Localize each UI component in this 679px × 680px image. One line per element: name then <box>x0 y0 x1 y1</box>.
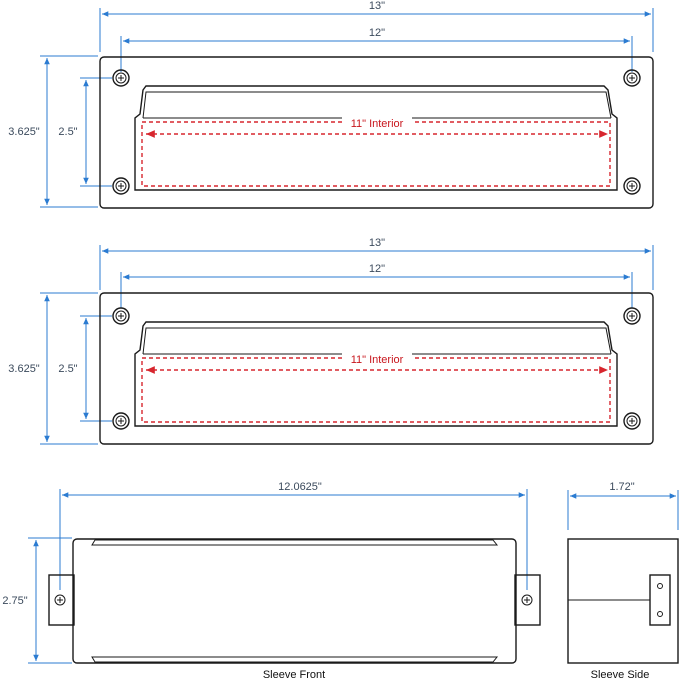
overall-width-label: 13" <box>369 0 385 12</box>
hole-spacing-label: 12" <box>369 27 385 39</box>
screw-hole-top-right <box>623 69 641 87</box>
interior-boundary <box>141 357 611 423</box>
screw-hole-bottom-right <box>623 412 641 430</box>
plate-outline <box>99 56 654 209</box>
overall-height-label: 3.625" <box>8 363 40 375</box>
overall-height-label: 3.625" <box>8 126 40 138</box>
screw-hole-bottom-left <box>112 412 130 430</box>
hole-vertical-spacing-label: 2.5" <box>58 126 77 138</box>
overall-height-dimension: 3.625" <box>4 55 98 208</box>
plate-outline <box>99 292 654 445</box>
interior-width-label: 11" Interior <box>351 118 404 130</box>
sleeve-side-flange <box>649 574 671 626</box>
overall-height-dimension: 3.625" <box>4 292 98 445</box>
sleeve-depth-label: 1.72" <box>609 481 634 493</box>
hole-vertical-spacing-dimension: 2.5" <box>56 77 112 187</box>
opening-outline <box>134 85 618 191</box>
screw-hole-bottom-right <box>623 177 641 195</box>
top-rail <box>91 539 499 546</box>
screw-hole-top-right <box>623 307 641 325</box>
sleeve-body <box>72 538 517 664</box>
plate-top: 13" 12" 3.625" 2.5" <box>4 0 654 209</box>
flap-lip <box>142 327 612 355</box>
sleeve-front: 12.0625" 2.75" Sleeve Front <box>0 480 541 680</box>
screw-hole-bottom-left <box>112 177 130 195</box>
bottom-rail <box>91 656 499 663</box>
flap-lip <box>142 91 612 119</box>
sleeve-height-label: 2.75" <box>2 595 27 607</box>
hole-vertical-spacing-label: 2.5" <box>58 363 77 375</box>
overall-width-dimension: 13" <box>99 237 654 290</box>
hole-spacing-label: 12" <box>369 263 385 275</box>
sleeve-hole-left <box>54 594 66 606</box>
hole-vertical-spacing-dimension: 2.5" <box>56 315 112 422</box>
sleeve-height-dimension: 2.75" <box>0 537 72 664</box>
sleeve-width-dimension: 12.0625" <box>59 480 528 590</box>
sleeve-side-caption: Sleeve Side <box>591 669 650 680</box>
screw-hole-top-left <box>112 69 130 87</box>
sleeve-front-caption: Sleeve Front <box>263 669 325 680</box>
sleeve-hole-right <box>521 594 533 606</box>
hole-spacing-dimension: 12" <box>120 27 633 72</box>
side-hole-lower <box>657 611 663 617</box>
plate-middle: 13" 12" 3.625" 2.5" 11" <box>4 237 654 445</box>
right-flange <box>514 574 541 626</box>
hole-spacing-dimension: 12" <box>120 263 633 308</box>
screw-hole-top-left <box>112 307 130 325</box>
interior-width-label: 11" Interior <box>351 354 404 366</box>
interior-boundary <box>141 121 611 187</box>
sleeve-width-label: 12.0625" <box>278 481 322 493</box>
overall-width-label: 13" <box>369 237 385 249</box>
sleeve-side-body <box>567 538 679 664</box>
left-flange <box>48 574 75 626</box>
side-hole-upper <box>657 583 663 589</box>
sleeve-side: 1.72" Sleeve Side <box>567 480 679 680</box>
opening-outline <box>134 321 618 427</box>
sleeve-depth-dimension: 1.72" <box>567 480 679 530</box>
overall-width-dimension: 13" <box>99 0 654 52</box>
